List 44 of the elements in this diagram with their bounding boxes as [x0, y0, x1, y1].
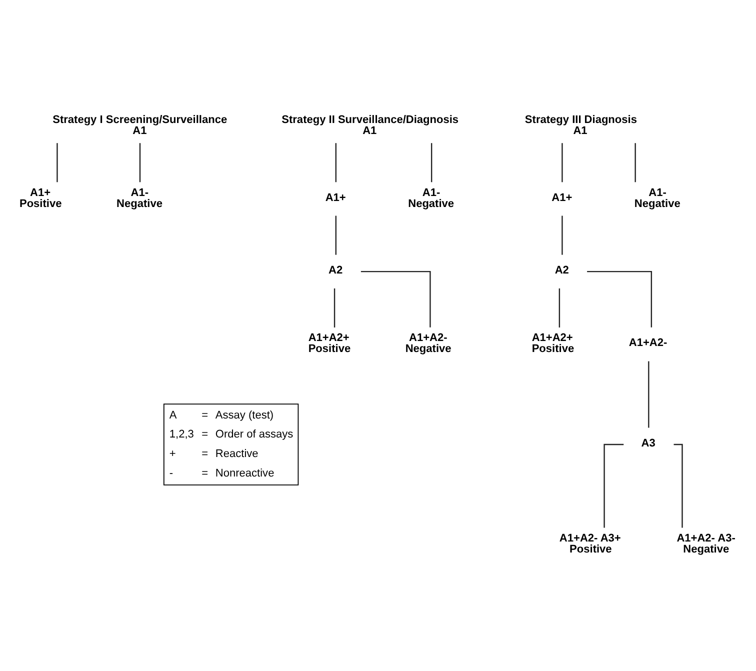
node-text: A1+A2+ Positive	[308, 332, 351, 356]
connector	[360, 270, 431, 328]
node-text: A1- Negative	[116, 186, 162, 210]
connector	[56, 143, 58, 182]
connector	[335, 216, 337, 255]
label: +	[169, 448, 176, 460]
node-text: A1+ Positive	[19, 186, 62, 210]
connector	[604, 444, 624, 528]
connector	[587, 270, 652, 328]
node-text: Strategy III Diagnosis A1	[524, 114, 637, 138]
node-text: A2	[554, 264, 569, 277]
node-text: Strategy I Screening/Surveillance A1	[52, 114, 228, 138]
label: =	[202, 428, 208, 441]
connector	[634, 143, 636, 182]
connector	[558, 288, 560, 328]
node-text: A1+	[325, 192, 346, 204]
connector	[335, 143, 337, 182]
node-text: A2	[328, 264, 343, 277]
node-text: Strategy II Surveillance/Diagnosis A1	[282, 114, 459, 138]
label: Order of assays	[215, 428, 294, 441]
label: A	[169, 409, 177, 422]
connector	[562, 216, 563, 255]
label: =	[202, 448, 208, 460]
node-text: A3	[641, 437, 656, 450]
connector	[430, 143, 432, 182]
label: -	[169, 467, 174, 480]
label: =	[202, 409, 208, 422]
node-text: A1+A2- Negative	[405, 332, 452, 356]
node-text: A1+A2- A3- Negative	[676, 532, 736, 556]
connector	[648, 361, 650, 428]
node-text: A1- Negative	[408, 186, 454, 210]
label: =	[202, 467, 208, 480]
node-text: A1+A2+ Positive	[532, 332, 574, 356]
node-text: A1+A2-	[628, 337, 668, 350]
node-text: A1+	[552, 192, 572, 204]
label: Nonreactive	[215, 467, 274, 480]
node-text: A1+A2- A3+ Positive	[559, 532, 621, 556]
connector	[334, 288, 336, 328]
connector	[562, 143, 563, 182]
connector	[139, 143, 141, 182]
label: 1,2,3	[169, 428, 194, 441]
label: Reactive	[215, 448, 258, 460]
label: Assay (test)	[215, 409, 274, 422]
node-text: A1- Negative	[634, 186, 680, 210]
